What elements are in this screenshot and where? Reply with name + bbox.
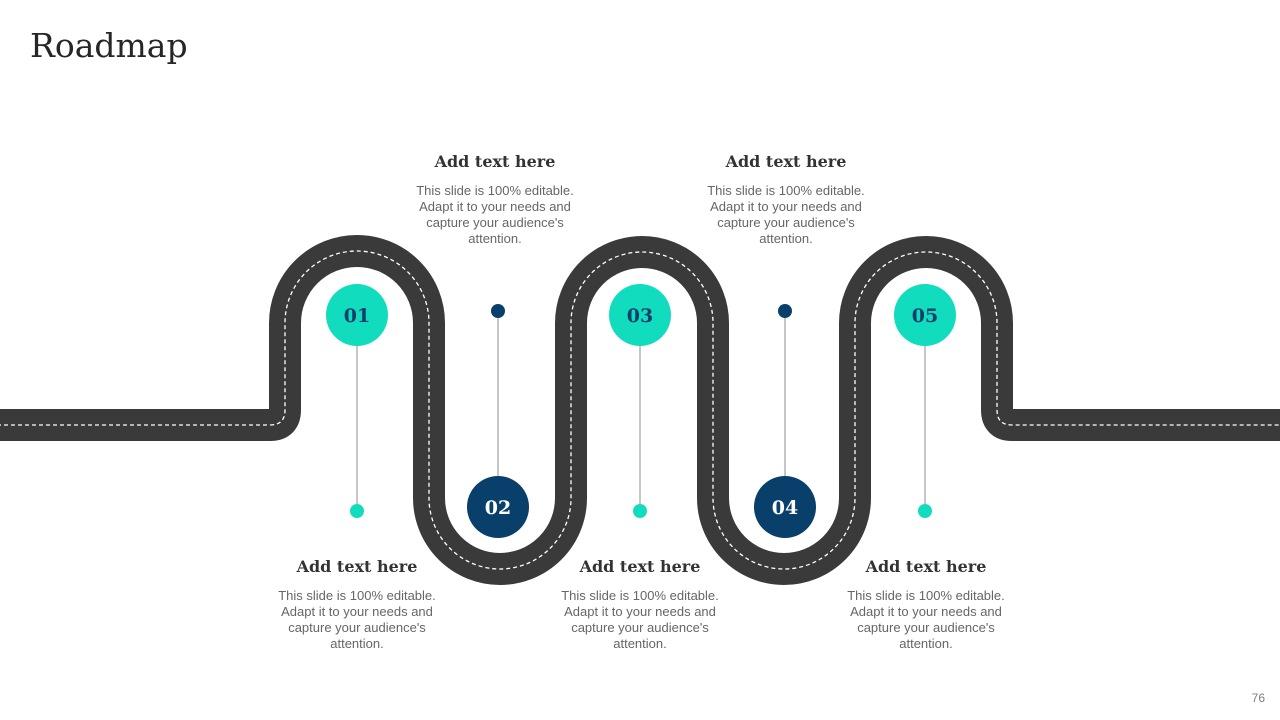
end-dot-01 (350, 504, 364, 518)
milestone-title-01: Add text here (296, 557, 418, 576)
milestone-badge-04 (754, 476, 816, 538)
page-number: 76 (1251, 691, 1265, 705)
milestone-badge-05 (894, 284, 956, 346)
milestone-badge-01 (326, 284, 388, 346)
page-title: Roadmap (30, 26, 188, 65)
milestone-description-03: This slide is 100% editable. Adapt it to… (561, 588, 719, 651)
milestone-description-04: This slide is 100% editable. Adapt it to… (707, 183, 865, 246)
end-dot-02 (491, 304, 505, 318)
end-dot-05 (918, 504, 932, 518)
milestone-title-05: Add text here (865, 557, 987, 576)
milestone-badge-02 (467, 476, 529, 538)
milestone-number-05: 05 (912, 305, 938, 327)
milestone-title-04: Add text here (725, 152, 847, 171)
milestone-description-01: This slide is 100% editable. Adapt it to… (278, 588, 436, 651)
milestone-card-05: Add text here This slide is 100% editabl… (846, 557, 1006, 652)
milestone-number-04: 04 (772, 497, 798, 519)
milestone-card-01: Add text here This slide is 100% editabl… (277, 557, 437, 652)
milestone-badge-03 (609, 284, 671, 346)
end-dot-04 (778, 304, 792, 318)
milestone-description-02: This slide is 100% editable. Adapt it to… (416, 183, 574, 246)
milestone-title-02: Add text here (434, 152, 556, 171)
milestone-number-03: 03 (627, 305, 653, 327)
road-center-marking (0, 250, 1280, 570)
milestone-description-05: This slide is 100% editable. Adapt it to… (847, 588, 1005, 651)
milestone-card-04: Add text here This slide is 100% editabl… (706, 152, 866, 247)
milestone-title-03: Add text here (579, 557, 701, 576)
milestone-number-02: 02 (485, 497, 511, 519)
milestone-card-03: Add text here This slide is 100% editabl… (560, 557, 720, 652)
milestone-card-02: Add text here This slide is 100% editabl… (415, 152, 575, 247)
end-dot-03 (633, 504, 647, 518)
milestone-number-01: 01 (344, 305, 370, 327)
